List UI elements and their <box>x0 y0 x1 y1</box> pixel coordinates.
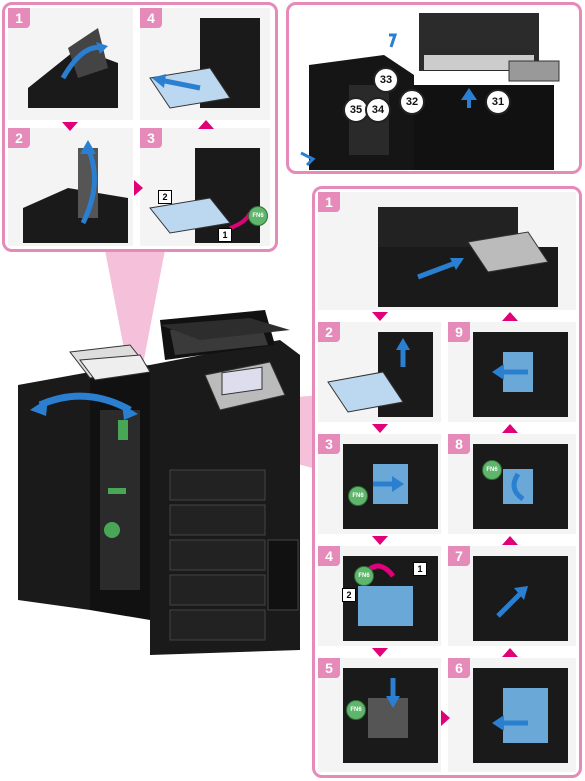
part-callout-35: 35 <box>343 97 369 123</box>
box-label-2: 2 <box>158 190 172 204</box>
step-cell-r-4: 4 FN6 1 2 <box>318 546 441 646</box>
flow-arrow <box>441 710 450 726</box>
step-cell-tl-1: 1 <box>8 8 133 120</box>
step-number: 3 <box>140 128 162 148</box>
flow-arrow <box>502 424 518 433</box>
part-callout-32: 32 <box>399 89 425 115</box>
step-number: 2 <box>8 128 30 148</box>
step-cell-tl-4: 4 <box>140 8 270 120</box>
box-label-2: 2 <box>342 588 356 602</box>
flow-arrow <box>134 180 143 196</box>
step-number: 1 <box>318 192 340 212</box>
step-number: 4 <box>140 8 162 28</box>
step-cell-r-7: 7 <box>448 546 576 646</box>
flow-arrow <box>502 312 518 321</box>
step-number: 5 <box>318 658 340 678</box>
step-cell-r-9: 9 <box>448 322 576 422</box>
panel-parts-overview: 33 32 31 35 34 <box>286 2 582 174</box>
step-cell-r-2: 2 <box>318 322 441 422</box>
step-number: 1 <box>8 8 30 28</box>
fn6-label: FN6 <box>348 486 368 506</box>
part-callout-34: 34 <box>365 97 391 123</box>
fn6-label: FN6 <box>354 566 374 586</box>
fn6-label: FN6 <box>346 700 366 720</box>
flow-arrow <box>372 312 388 321</box>
fn6-label: FN6 <box>482 460 502 480</box>
step-number: 2 <box>318 322 340 342</box>
part-callout-33: 33 <box>373 67 399 93</box>
flow-arrow <box>372 648 388 657</box>
box-label-1: 1 <box>218 228 232 242</box>
step-cell-r-6: 6 <box>448 658 576 772</box>
step-number: 8 <box>448 434 470 454</box>
flow-arrow <box>198 120 214 129</box>
flow-arrow <box>372 536 388 545</box>
step-cell-tl-3: 3 FN6 2 1 <box>140 128 270 246</box>
step-cell-r-8: 8 FN6 <box>448 434 576 534</box>
fn6-label: FN6 <box>248 206 268 226</box>
step-number: 4 <box>318 546 340 566</box>
step-number: 3 <box>318 434 340 454</box>
flow-arrow <box>502 536 518 545</box>
step-number: 6 <box>448 658 470 678</box>
step-cell-tl-2: 2 <box>8 128 133 246</box>
flow-arrow <box>62 122 78 131</box>
step-cell-r-1: 1 <box>318 192 576 310</box>
box-label-1: 1 <box>413 562 427 576</box>
step-cell-r-3: 3 FN6 <box>318 434 441 534</box>
flow-arrow <box>372 424 388 433</box>
flow-arrow <box>502 648 518 657</box>
parts-overview-illustration <box>300 13 560 170</box>
part-callout-31: 31 <box>485 89 511 115</box>
step-cell-r-5: 5 FN6 <box>318 658 441 772</box>
step-number: 9 <box>448 322 470 342</box>
step-number: 7 <box>448 546 470 566</box>
